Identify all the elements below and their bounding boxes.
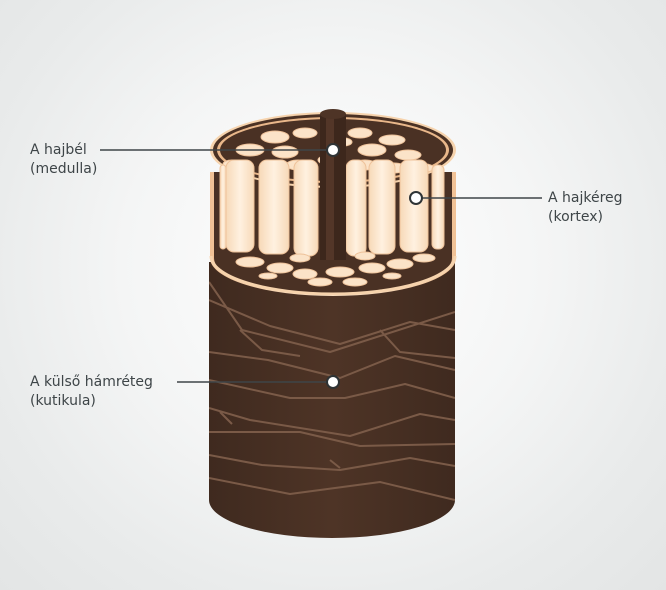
cortex-label-title: A hajkéreg (548, 190, 623, 206)
cortex-marker-dot-icon (409, 191, 423, 205)
markers (326, 143, 423, 389)
cuticle-label: A külső hámréteg (kutikula) (30, 373, 153, 411)
medulla-label: A hajbél (medulla) (30, 141, 97, 179)
medulla-label-subtitle: (medulla) (30, 161, 98, 177)
medulla-marker-dot-icon (326, 143, 340, 157)
cortex-label: A hajkéreg (kortex) (548, 189, 623, 227)
cortex-label-subtitle: (kortex) (548, 209, 603, 225)
medulla-rod (320, 109, 346, 260)
medulla-label-title: A hajbél (30, 142, 87, 158)
cuticle-label-title: A külső hámréteg (30, 374, 153, 390)
cortex-columns (219, 159, 445, 257)
cuticle-scales (209, 281, 455, 501)
cuticle-label-subtitle: (kutikula) (30, 393, 96, 409)
leader-lines (100, 149, 542, 383)
cuticle-marker-dot-icon (326, 375, 340, 389)
bottom-surface-cells (235, 251, 436, 287)
cuticle-body (209, 262, 455, 538)
cross-section (209, 109, 457, 296)
